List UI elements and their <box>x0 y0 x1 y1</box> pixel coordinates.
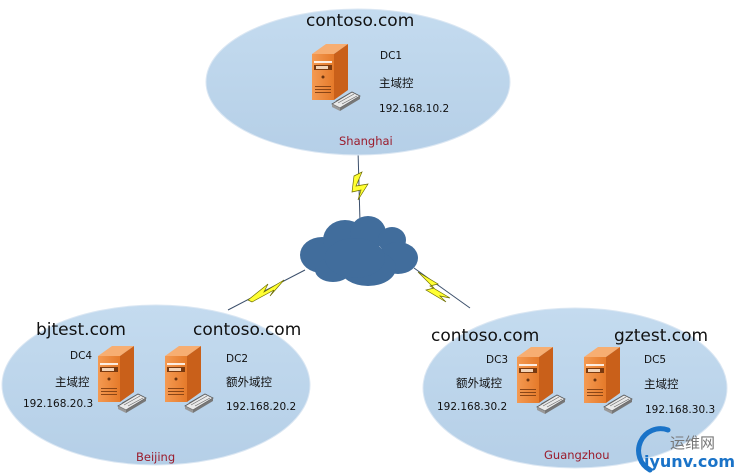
server-ip-dc5: 192.168.30.3 <box>645 404 716 416</box>
server-name-dc5: DC5 <box>644 354 667 366</box>
server-role-dc1: 主域控 <box>379 76 414 90</box>
domain-label-shanghai: contoso.com <box>306 11 415 31</box>
link-shanghai <box>351 149 369 223</box>
domain-label-contoso-beijing: contoso.com <box>193 320 302 340</box>
cloud-icon <box>300 216 418 286</box>
domain-label-bjtest: bjtest.com <box>36 320 126 340</box>
server-role-dc2: 额外域控 <box>226 375 272 389</box>
server-name-dc3: DC3 <box>486 354 509 366</box>
server-role-dc4: 主域控 <box>55 375 90 389</box>
server-ip-dc3: 192.168.30.2 <box>437 401 508 413</box>
watermark-logo-icon <box>636 426 671 473</box>
link-beijing <box>227 269 306 311</box>
server-role-dc3: 额外域控 <box>456 376 502 390</box>
server-ip-dc2: 192.168.20.2 <box>226 401 297 413</box>
link-guangzhou <box>413 267 471 309</box>
server-name-dc4: DC4 <box>70 350 93 362</box>
domain-label-contoso-guangzhou: contoso.com <box>431 326 540 346</box>
watermark-text-en: iyunv.com <box>644 452 735 471</box>
site-shanghai <box>205 8 511 156</box>
city-label-guangzhou: Guangzhou <box>544 448 610 462</box>
site-guangzhou <box>422 307 728 469</box>
server-name-dc2: DC2 <box>226 353 249 365</box>
server-role-dc5: 主域控 <box>644 377 679 391</box>
server-name-dc1: DC1 <box>380 50 403 62</box>
watermark-text-cn: 运维网 <box>670 434 716 452</box>
city-label-beijing: Beijing <box>136 450 176 464</box>
server-ip-dc4: 192.168.20.3 <box>23 398 94 410</box>
site-beijing <box>1 304 311 466</box>
domain-label-gztest: gztest.com <box>614 326 709 346</box>
city-label-shanghai: Shanghai <box>339 134 393 148</box>
server-ip-dc1: 192.168.10.2 <box>379 103 450 115</box>
